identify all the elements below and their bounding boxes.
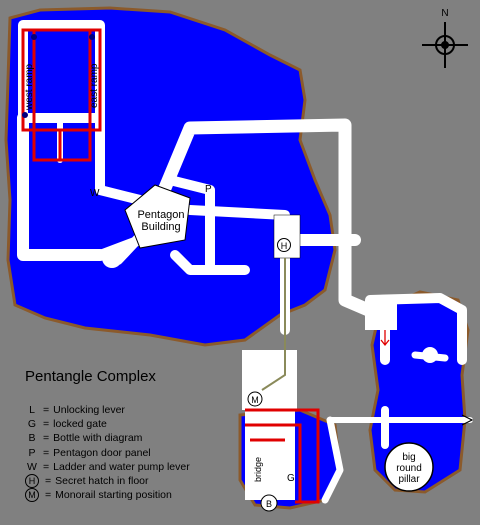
marker-h: H <box>281 241 288 251</box>
legend-equals: = <box>43 432 50 445</box>
ladder-round <box>422 347 438 363</box>
legend-row: M =Monorail starting position <box>25 488 190 503</box>
ramps-highlight <box>21 28 102 162</box>
marker-g[interactable]: G <box>287 473 295 484</box>
legend-equals: = <box>43 460 50 473</box>
ramp-dot <box>89 34 95 40</box>
monorail-marker-ring[interactable] <box>247 391 263 407</box>
legend-text: Unlocking lever <box>53 404 125 417</box>
legend-text: Monorail starting position <box>55 489 172 502</box>
legend-text: Bottle with diagram <box>53 432 143 445</box>
legend-key: G <box>27 418 37 431</box>
pentagon-label-line2: Building <box>141 221 180 233</box>
legend-key: L <box>29 404 35 417</box>
legend-row: L =Unlocking lever <box>25 403 190 417</box>
legend-equals: = <box>43 418 50 431</box>
pillar-label-line3: pillar <box>398 474 420 485</box>
map-title: Pentangle Complex <box>25 368 156 385</box>
compass-icon <box>422 22 468 68</box>
compass-north-label: N <box>441 8 448 19</box>
legend-row: G =locked gate <box>25 417 190 431</box>
hatch-marker-ring[interactable] <box>277 238 291 252</box>
pentagon-label-line1: Pentagon <box>137 209 184 221</box>
legend-row: P =Pentagon door panel <box>25 446 190 460</box>
bottle-marker-ring[interactable] <box>260 494 278 512</box>
legend-key: M <box>25 488 39 503</box>
east-room <box>365 300 397 330</box>
gate-arrow <box>380 330 390 347</box>
marker-b: B <box>266 499 272 509</box>
legend-key: P <box>28 446 36 459</box>
marker-m: M <box>251 395 259 405</box>
legend-row: W =Ladder and water pump lever <box>25 460 190 474</box>
east-ramp-label: east ramp <box>89 63 100 108</box>
marker-w[interactable]: W <box>90 188 100 199</box>
legend-text: Ladder and water pump lever <box>53 460 190 473</box>
legend-text: Secret hatch in floor <box>55 475 149 488</box>
pillar-label-line2: round <box>396 463 422 474</box>
pentagon-building[interactable] <box>124 184 191 249</box>
legend-equals: = <box>43 404 50 417</box>
legend-equals: = <box>45 489 52 502</box>
ramp-dot <box>22 112 28 118</box>
legend-text: Pentagon door panel <box>53 446 151 459</box>
legend-equals: = <box>45 475 52 488</box>
hatch-building <box>273 214 301 259</box>
south-route-highlight <box>245 408 320 504</box>
legend-key: B <box>28 432 36 445</box>
legend-text: locked gate <box>53 418 107 431</box>
legend-row: B =Bottle with diagram <box>25 431 190 445</box>
legend-key: H <box>25 474 39 489</box>
pillar-base <box>102 248 122 268</box>
legend-row: H =Secret hatch in floor <box>25 474 190 489</box>
east-exit-arrow[interactable] <box>461 414 474 426</box>
marker-p[interactable]: P <box>205 184 212 195</box>
big-round-pillar <box>384 442 434 492</box>
bridge-label: bridge <box>253 457 263 482</box>
west-ramp-label: west ramp <box>24 63 35 111</box>
monorail-track <box>261 258 286 391</box>
legend-equals: = <box>43 446 50 459</box>
pillar-label-line1: big <box>402 452 415 463</box>
ramp-dot <box>31 34 37 40</box>
legend-key: W <box>27 460 37 473</box>
